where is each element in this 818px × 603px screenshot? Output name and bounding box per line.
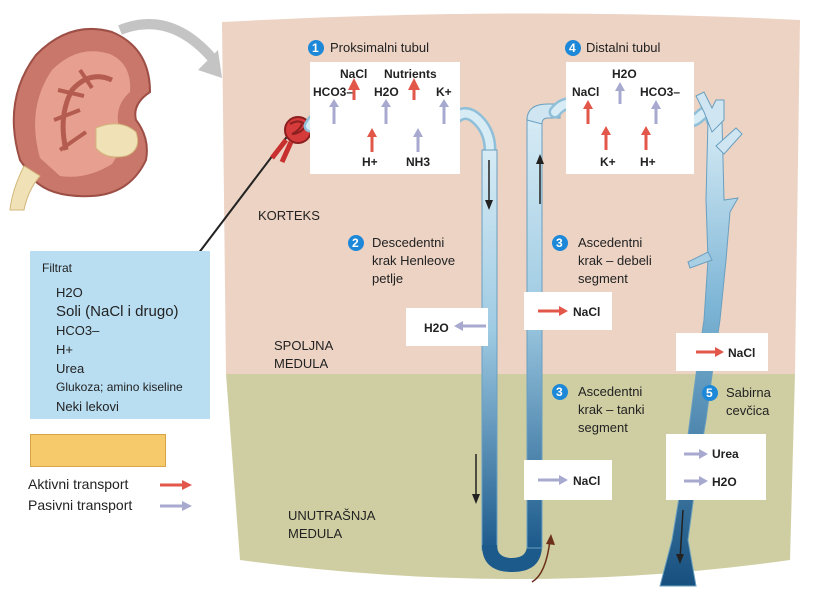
- thin-nacl-label: NaCl: [573, 474, 600, 488]
- dist-k: K+: [600, 155, 616, 169]
- urea-label: Urea: [712, 447, 739, 461]
- dist-hco3: HCO3–: [640, 85, 680, 99]
- dist-h2o: H2O: [612, 67, 637, 81]
- filtrate-item: HCO3–: [42, 321, 198, 340]
- legend-active: Aktivni transport: [28, 476, 194, 492]
- svg-text:Ascedentni: Ascedentni: [578, 384, 642, 399]
- collecting-h2o-label: H2O: [712, 475, 737, 489]
- prox-k: K+: [436, 85, 452, 99]
- svg-text:krak – debeli: krak – debeli: [578, 253, 652, 268]
- prox-nacl: NaCl: [340, 67, 367, 81]
- prox-nh3: NH3: [406, 155, 430, 169]
- thick-nacl-label: NaCl: [573, 305, 600, 319]
- collecting-urea-h2o-box: [666, 434, 766, 500]
- descending-limb: [482, 150, 497, 550]
- filtrate-item: H2O: [42, 283, 198, 302]
- swatch-box: [30, 434, 166, 467]
- descending-h2o-label: H2O: [424, 321, 449, 335]
- svg-text:petlje: petlje: [372, 271, 403, 286]
- filtrate-item: H+: [42, 340, 198, 359]
- zone-outer-medulla-label-2: MEDULA: [274, 356, 329, 371]
- filtrate-panel: Filtrat H2O Soli (NaCl i drugo) HCO3– H+…: [30, 251, 210, 419]
- filtrate-item: Urea: [42, 359, 198, 378]
- svg-text:2: 2: [352, 236, 359, 250]
- zone-inner-medulla-label-1: UNUTRAŠNJA: [288, 508, 376, 523]
- filtrate-item: Glukoza; amino kiseline: [42, 378, 198, 397]
- svg-text:Proksimalni tubul: Proksimalni tubul: [330, 40, 429, 55]
- svg-text:Distalni tubul: Distalni tubul: [586, 40, 661, 55]
- svg-text:krak Henleove: krak Henleove: [372, 253, 455, 268]
- filtrate-item: Neki lekovi: [42, 397, 198, 416]
- legend-passive: Pasivni transport: [28, 497, 194, 513]
- svg-text:segment: segment: [578, 420, 628, 435]
- dist-h: H+: [640, 155, 656, 169]
- collecting-nacl-label: NaCl: [728, 346, 755, 360]
- svg-text:krak – tanki: krak – tanki: [578, 402, 645, 417]
- zone-inner-medulla-label-2: MEDULA: [288, 526, 343, 541]
- prox-nutrients: Nutrients: [384, 67, 437, 81]
- active-arrow-icon: [160, 479, 194, 491]
- svg-text:4: 4: [569, 41, 576, 55]
- filtrate-title: Filtrat: [42, 261, 198, 275]
- svg-text:Sabirna: Sabirna: [726, 385, 772, 400]
- legend-active-label: Aktivni transport: [28, 476, 156, 492]
- svg-text:Ascedentni: Ascedentni: [578, 235, 642, 250]
- legend-passive-label: Pasivni transport: [28, 497, 156, 513]
- filtrate-item: Soli (NaCl i drugo): [42, 302, 198, 321]
- svg-text:5: 5: [706, 386, 713, 400]
- svg-text:Descedentni: Descedentni: [372, 235, 444, 250]
- zone-outer-medulla-label-1: SPOLJNA: [274, 338, 334, 353]
- prox-h2o: H2O: [374, 85, 399, 99]
- svg-text:1: 1: [312, 41, 319, 55]
- prox-hco3: HCO3–: [313, 85, 353, 99]
- svg-text:3: 3: [556, 236, 563, 250]
- kidney-illustration: [10, 29, 150, 210]
- prox-h: H+: [362, 155, 378, 169]
- svg-text:cevčica: cevčica: [726, 403, 770, 418]
- zone-cortex-label: KORTEKS: [258, 208, 320, 223]
- svg-text:segment: segment: [578, 271, 628, 286]
- svg-text:3: 3: [556, 385, 563, 399]
- passive-arrow-icon: [160, 500, 194, 512]
- dist-nacl: NaCl: [572, 85, 599, 99]
